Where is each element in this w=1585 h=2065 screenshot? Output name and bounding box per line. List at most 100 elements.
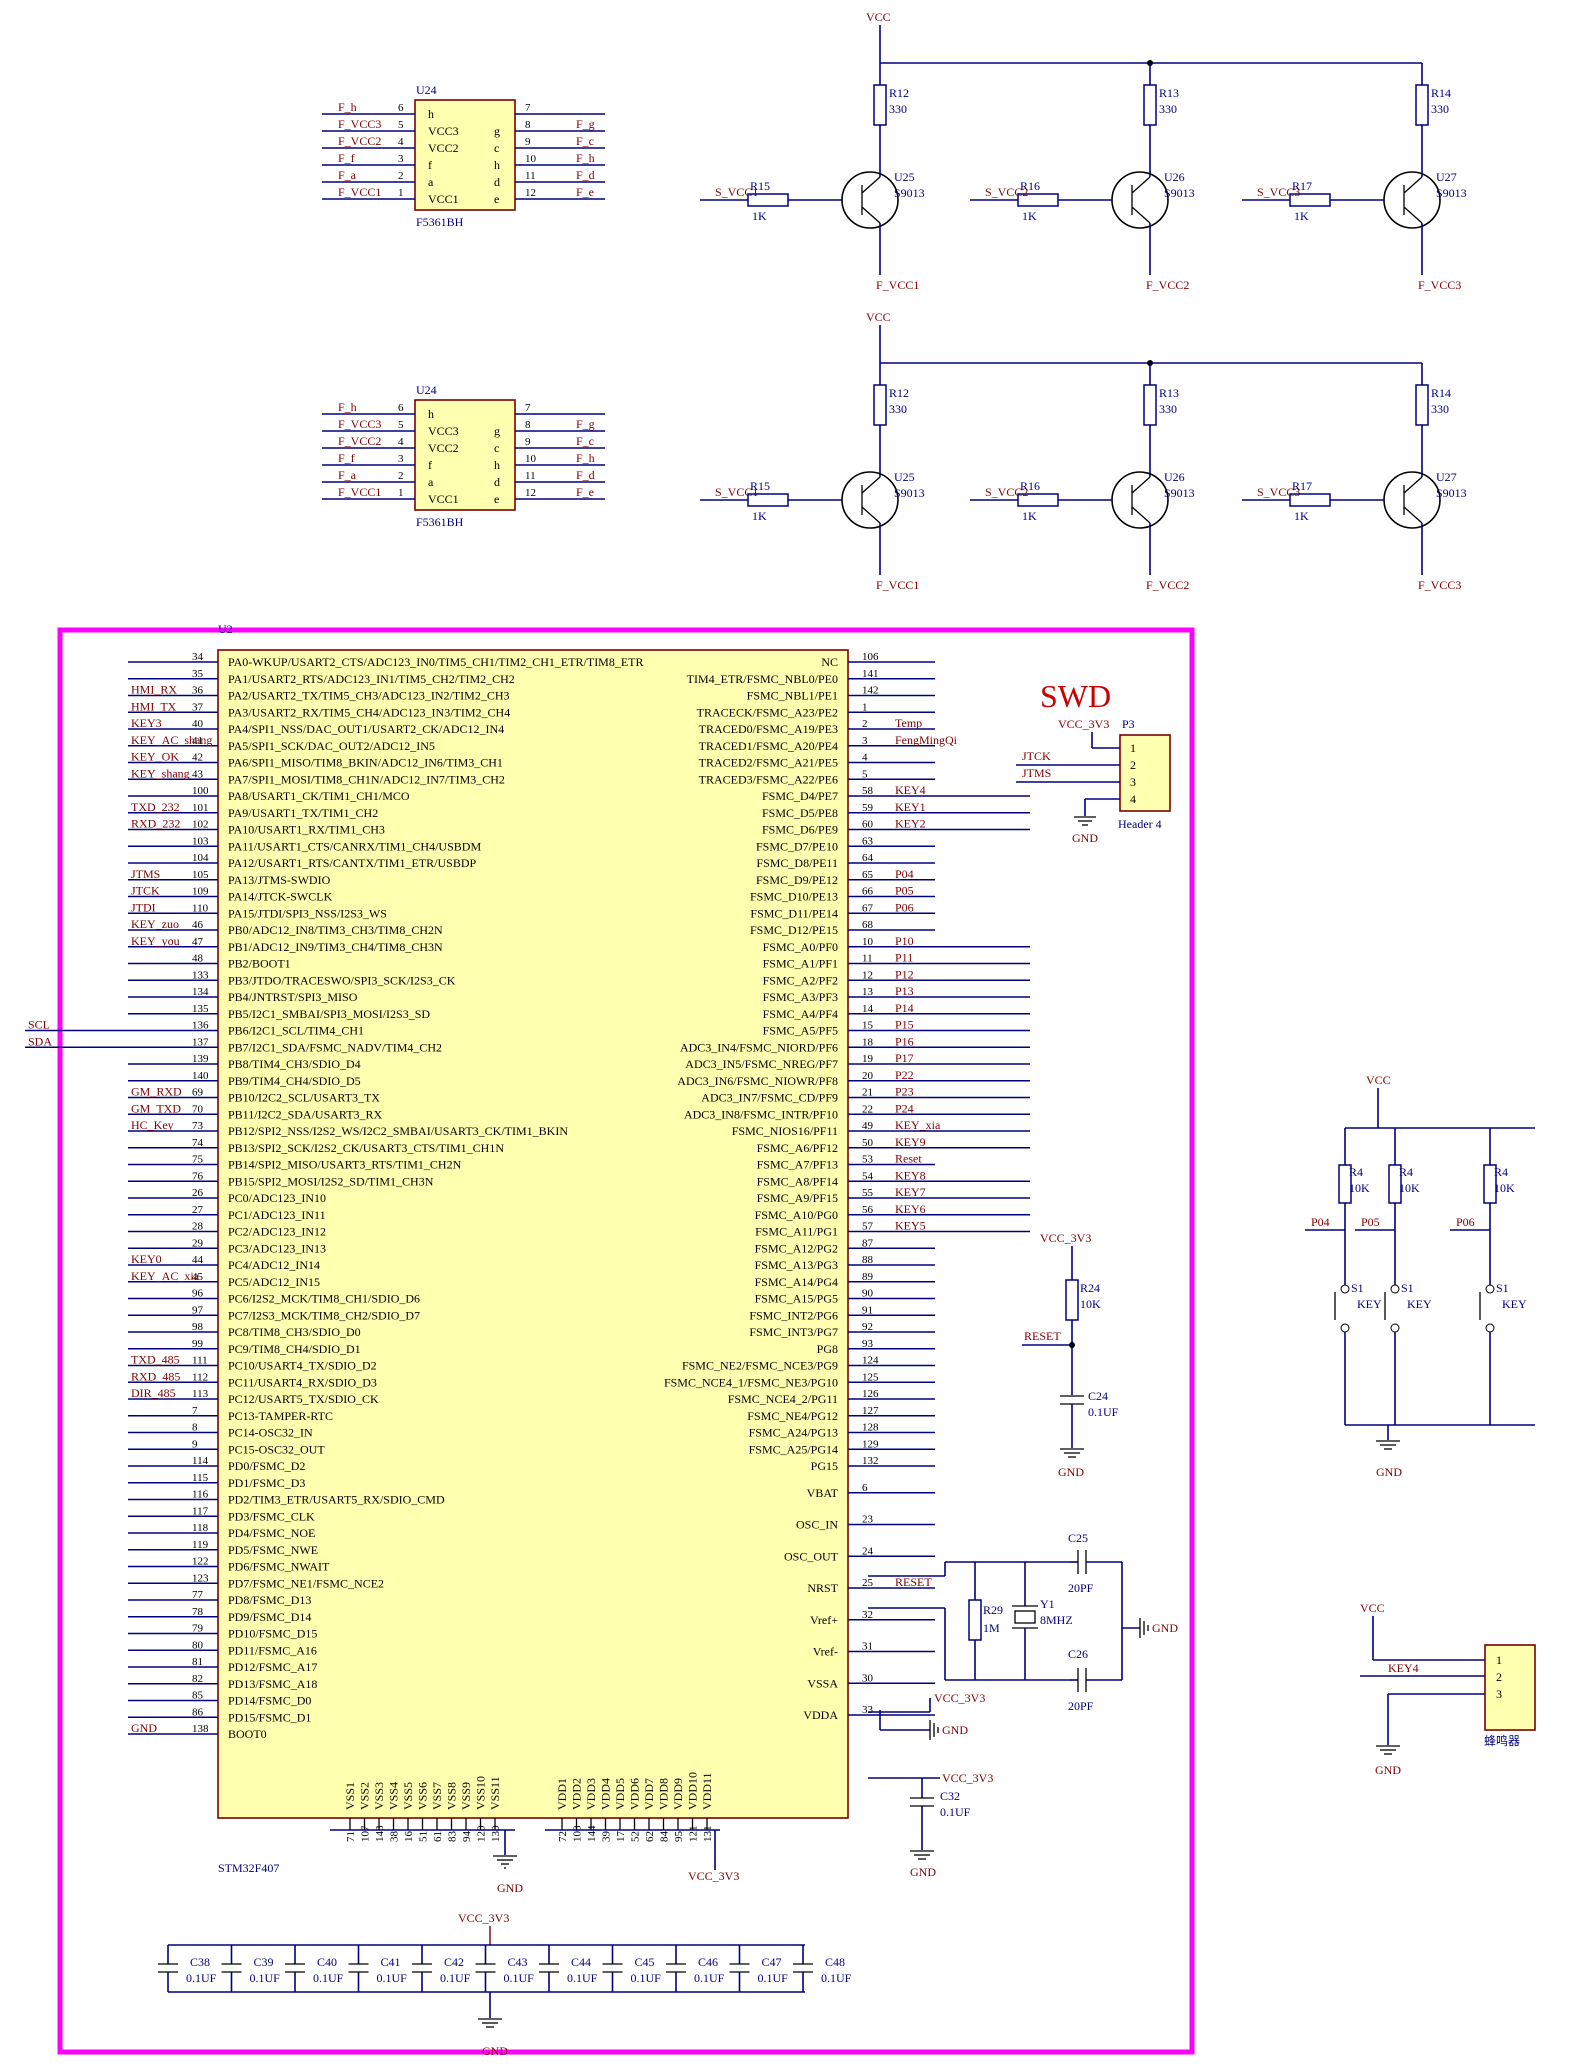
mcu-right-pin-number: 126 xyxy=(862,1388,879,1400)
mcu-right-pin-name: PG15 xyxy=(811,1459,838,1473)
display-right-pin-number: 11 xyxy=(525,170,536,182)
mcu-left-pin-name: PC4/ADC12_IN14 xyxy=(228,1258,320,1272)
display-right-pin-name: c xyxy=(494,441,499,455)
mcu-left-net: KEY_AC_shang xyxy=(131,733,212,747)
mcu-right-pin-number: 3 xyxy=(862,735,868,747)
mcu-right-pin-number: 23 xyxy=(862,1514,874,1526)
mcu-left-pin-number: 45 xyxy=(192,1271,204,1283)
mcu-vss-pin-name: VSS10 xyxy=(474,1776,488,1810)
mcu-left-pin-name: PA8/USART1_CK/TIM1_CH1/MCO xyxy=(228,789,410,803)
mcu-right-pin-number: 2 xyxy=(862,718,868,730)
buzzer-gnd-label: GND xyxy=(1375,1763,1401,1777)
driver-base-resistor-designator: R16 xyxy=(1020,479,1040,493)
mcu-right-pin-name: TRACED2/FSMC_A21/PE5 xyxy=(699,756,838,770)
mcu-right-pin-name: OSC_OUT xyxy=(784,1549,839,1563)
mcu-left-pin-number: 122 xyxy=(192,1556,209,1568)
mcu-left-pin-name: PA14/JTCK-SWCLK xyxy=(228,890,333,904)
mcu-left-net: JTMS xyxy=(131,867,160,881)
mcu-vss-pin-name: VSS7 xyxy=(430,1782,444,1810)
mcu-vdd-pin-number: 95 xyxy=(673,1831,685,1843)
mcu-right-pin-name: FSMC_D12/PE15 xyxy=(750,923,838,937)
c32-gnd-symbol xyxy=(910,1850,934,1860)
mcu-right-net: P22 xyxy=(895,1068,914,1082)
mcu-left-pin-number: 75 xyxy=(192,1154,204,1166)
cap-designator: C44 xyxy=(571,1955,591,1969)
display-left-net: F_a xyxy=(338,468,357,482)
mcu-right-pin-number: 124 xyxy=(862,1355,879,1367)
reset-gnd-label: GND xyxy=(1058,1465,1084,1479)
mcu-left-pin-name: PC9/TIM8_CH4/SDIO_D1 xyxy=(228,1342,361,1356)
mcu-left-pin-number: 138 xyxy=(192,1723,209,1735)
driver-out-net: F_VCC2 xyxy=(1146,578,1189,592)
mcu-vdd-pin-name: VDD9 xyxy=(671,1778,685,1810)
mcu-left-pin-name: PD11/FSMC_A16 xyxy=(228,1643,317,1657)
r29-value: 1M xyxy=(983,1621,1000,1635)
driver-vcc-label: VCC xyxy=(866,310,891,324)
cap-value: 0.1UF xyxy=(567,1971,598,1985)
mcu-right-pin-number: 65 xyxy=(862,869,874,881)
key-resistor-value: 10K xyxy=(1349,1181,1370,1195)
mcu-right-pin-number: 91 xyxy=(862,1304,873,1316)
mcu-right-pin-number: 125 xyxy=(862,1371,879,1383)
display-left-net: F_a xyxy=(338,168,357,182)
display-left-pin-number: 1 xyxy=(398,187,404,199)
mcu-left-net: KEY_zuo xyxy=(131,917,179,931)
mcu-right-pin-name: FSMC_A8/PF14 xyxy=(757,1174,838,1188)
mcu-left-pin-number: 28 xyxy=(192,1221,204,1233)
swd-gnd-label: GND xyxy=(1072,831,1098,845)
mcu-right-pin-number: 19 xyxy=(862,1053,874,1065)
driver-collector-leg xyxy=(861,176,881,194)
display-right-pin-name: g xyxy=(494,424,500,438)
display-right-pin-number: 7 xyxy=(525,402,531,414)
mcu-left-pin-number: 82 xyxy=(192,1673,203,1685)
mcu-left-pin-number: 113 xyxy=(192,1388,209,1400)
display-right-pin-name: h xyxy=(494,458,500,472)
driver-base-resistor-value: 1K xyxy=(1294,209,1309,223)
mcu-right-net: P11 xyxy=(895,951,913,965)
c24-designator: C24 xyxy=(1088,1389,1108,1403)
driver-base-resistor-value: 1K xyxy=(752,209,767,223)
osc-gnd-symbol xyxy=(1139,1618,1149,1638)
display-body xyxy=(414,99,516,211)
mcu-right-pin-name: FSMC_A6/PF12 xyxy=(757,1141,838,1155)
mcu-vss-pin-name: VSS3 xyxy=(372,1782,386,1810)
mcu-left-pin-number: 114 xyxy=(192,1455,209,1467)
vref-gnd-symbol xyxy=(929,1720,939,1740)
driver-collector-resistor xyxy=(873,84,887,126)
display-left-net: F_f xyxy=(338,451,355,465)
mcu-right-pin-name: FSMC_A15/PG5 xyxy=(755,1292,838,1306)
mcu-vss-pin-name: VSS4 xyxy=(387,1782,401,1810)
display-right-pin-number: 10 xyxy=(525,153,537,165)
mcu-right-pin-number: 24 xyxy=(862,1545,874,1557)
mcu-right-pin-number: 88 xyxy=(862,1254,874,1266)
mcu-right-pin-number: 127 xyxy=(862,1405,879,1417)
mcu-right-pin-number: 87 xyxy=(862,1237,874,1249)
caps-vcc-label: VCC_3V3 xyxy=(458,1911,509,1925)
mcu-left-pin-name: PD5/FSMC_NWE xyxy=(228,1543,318,1557)
mcu-right-pin-name: FSMC_D6/PE9 xyxy=(762,823,838,837)
driver-emitter-leg xyxy=(1131,506,1151,524)
display-right-pin-number: 10 xyxy=(525,453,537,465)
display-left-net: F_VCC2 xyxy=(338,434,381,448)
mcu-vdd-pin-name: VDD11 xyxy=(700,1772,714,1810)
mcu-right-pin-number: 57 xyxy=(862,1221,874,1233)
mcu-right-pin-name: OSC_IN xyxy=(796,1518,838,1532)
driver-transistor xyxy=(841,471,899,529)
driver-resistor-designator: R14 xyxy=(1431,386,1451,400)
driver-base-resistor-designator: R15 xyxy=(750,179,770,193)
mcu-left-pin-number: 80 xyxy=(192,1639,204,1651)
mcu-left-pin-number: 118 xyxy=(192,1522,209,1534)
reset-vcc-label: VCC_3V3 xyxy=(1040,1231,1091,1245)
cap-designator: C46 xyxy=(698,1955,718,1969)
mcu-left-pin-number: 37 xyxy=(192,701,204,713)
display-left-net: F_VCC2 xyxy=(338,134,381,148)
mcu-right-pin-number: 142 xyxy=(862,685,879,697)
mcu-left-pin-name: PA6/SPI1_MISO/TIM8_BKIN/ADC12_IN6/TIM3_C… xyxy=(228,756,503,770)
display-left-pin-number: 6 xyxy=(398,102,404,114)
mcu-left-pin-number: 7 xyxy=(192,1405,198,1417)
display-left-pin-number: 2 xyxy=(398,470,404,482)
c32-value: 0.1UF xyxy=(940,1805,971,1819)
driver-emitter-leg xyxy=(1403,506,1423,524)
mcu-right-pin-number: 129 xyxy=(862,1438,879,1450)
